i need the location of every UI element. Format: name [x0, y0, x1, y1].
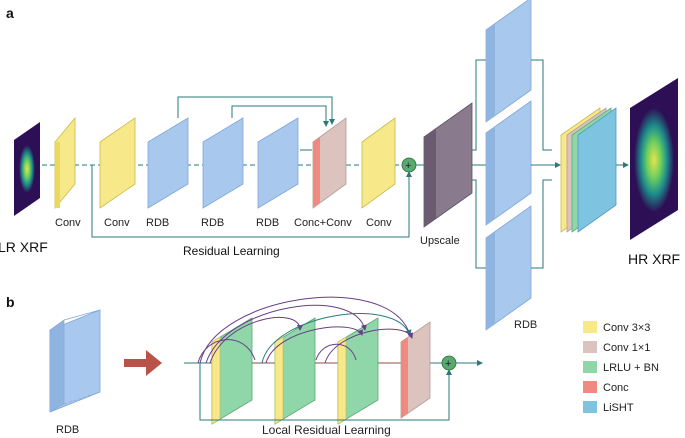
expand-arrow — [124, 350, 162, 376]
rdb-b-label: RDB — [56, 424, 79, 436]
rdb-block-3 — [257, 117, 299, 209]
dense-block-1 — [211, 317, 253, 425]
conc-conv-label: Conc+Conv — [294, 217, 352, 229]
rdb-label-3: RDB — [256, 217, 279, 229]
conc-block-b — [400, 321, 431, 419]
dense-arc-2 — [205, 304, 367, 364]
conv-block-2 — [99, 117, 136, 209]
local-residual-label: Local Residual Learning — [262, 423, 391, 437]
dense-block-3 — [337, 317, 379, 425]
add-node-b: + — [441, 355, 457, 371]
legend-swatch — [583, 341, 597, 353]
add-symbol-b: + — [445, 358, 451, 370]
hr-xrf-label: HR XRF — [628, 251, 680, 267]
legend-swatch — [583, 321, 597, 333]
rdb-label-2: RDB — [201, 217, 224, 229]
panel-b-label: b — [6, 294, 15, 310]
conv-block-3 — [361, 117, 396, 209]
dense-arc-4 — [261, 313, 412, 364]
legend-label: Conv 3×3 — [603, 322, 650, 334]
legend-label: LiSHT — [603, 402, 634, 414]
output-stack — [560, 107, 617, 233]
legend-label: Conc — [603, 382, 629, 394]
rdb-block-2 — [202, 117, 244, 209]
rdb-up-label: RDB — [514, 319, 537, 331]
legend-swatch — [583, 401, 597, 413]
panel-a-label: a — [6, 5, 14, 21]
dense-arc-8 — [315, 343, 357, 361]
fanin-bottom-line — [531, 179, 552, 269]
local-residual-path — [199, 363, 452, 421]
lr-xrf-label: LR XRF — [0, 239, 48, 255]
rdb1-skip-arrow — [177, 96, 335, 125]
conv-label-2: Conv — [104, 217, 130, 229]
rdb-up-block-top — [485, 0, 532, 123]
dense-arc-7 — [197, 339, 256, 364]
rdb-block-1 — [147, 117, 189, 209]
dense-arc-6 — [324, 328, 413, 364]
rdb-up-block-mid — [485, 100, 532, 226]
residual-learning-label: Residual Learning — [183, 244, 280, 258]
upscale-label: Upscale — [420, 235, 460, 247]
conv-label-3: Conv — [366, 217, 392, 229]
legend-label: Conv 1×1 — [603, 342, 650, 354]
rdb2-skip-arrow — [231, 105, 329, 127]
dense-arc-3 — [209, 317, 303, 364]
add-symbol-a: + — [405, 160, 411, 172]
dense-arc-5 — [265, 326, 363, 364]
hr-xrf-image — [630, 78, 678, 240]
residual-learning-path — [91, 165, 412, 238]
dense-block-2 — [274, 317, 316, 425]
legend-swatch — [583, 381, 597, 393]
legend-label: LRLU + BN — [603, 362, 659, 374]
lr-xrf-image — [14, 122, 40, 216]
fanout-bottom-arrow — [472, 179, 493, 271]
rdb-label-1: RDB — [146, 217, 169, 229]
add-node-a: + — [401, 157, 417, 173]
legend-swatch — [583, 361, 597, 373]
fanout-top-arrow — [472, 57, 493, 151]
rdb-cube-b — [49, 309, 101, 413]
dense-arc-1 — [199, 296, 412, 364]
fanin-top-line — [531, 59, 552, 151]
conv-block-1 — [54, 116, 76, 210]
conv-label-1: Conv — [55, 217, 81, 229]
conc-conv-block — [312, 117, 347, 209]
upscale-block — [423, 102, 473, 228]
rdb-up-block-bottom — [485, 205, 532, 331]
